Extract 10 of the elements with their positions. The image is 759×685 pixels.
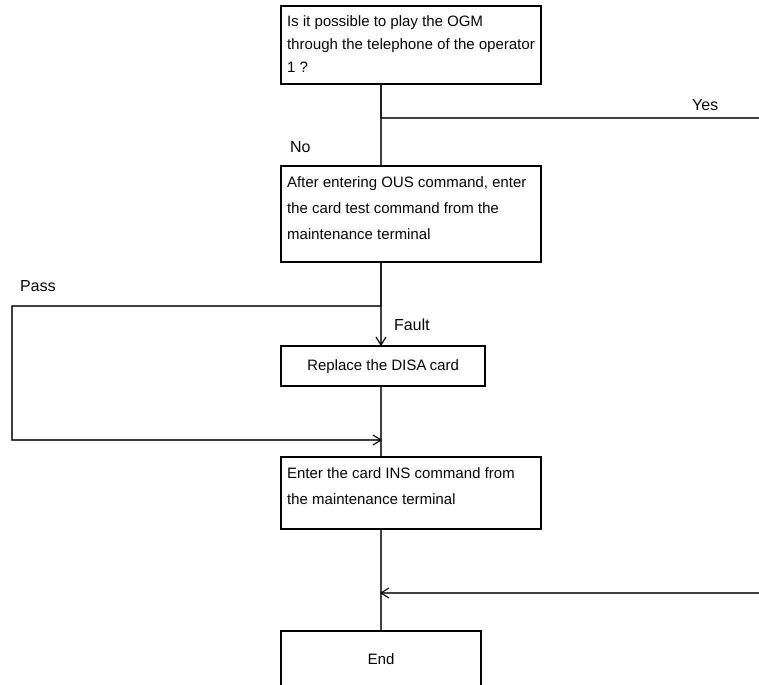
process-box: End [280, 630, 482, 685]
connector-line [380, 530, 382, 630]
process-box: Replace the DISA card [280, 345, 486, 387]
process-box: Is it possible to play the OGM through the telephone of the operator 1 ? [280, 5, 542, 85]
arrow [380, 587, 759, 599]
connector-line [380, 85, 759, 119]
connector-line [380, 387, 382, 456]
arrow [11, 263, 382, 446]
process-box: After entering OUS command, enter the card test command from the maintenance terminal [280, 165, 542, 263]
process-box: Enter the card INS command from the maintenance terminal [280, 456, 542, 530]
